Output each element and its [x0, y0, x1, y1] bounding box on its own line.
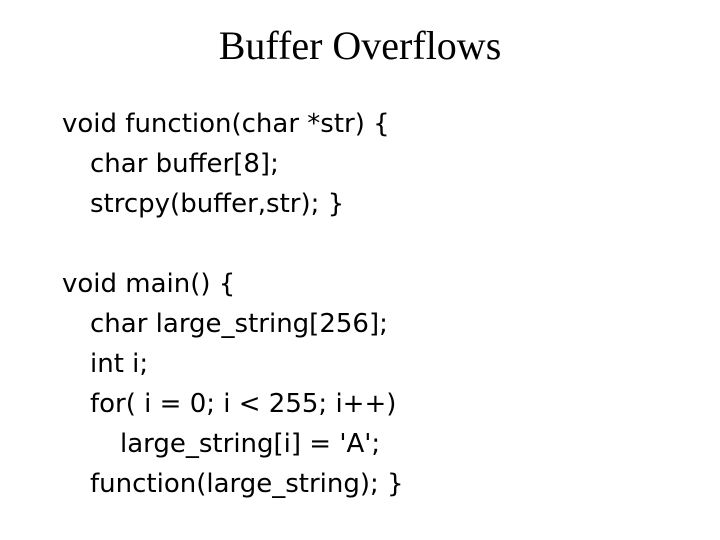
- code-line-large-string-declaration: char large_string[256];: [90, 309, 388, 339]
- code-line-loop-body: large_string[i] = 'A';: [120, 429, 381, 459]
- code-line-function-signature: void function(char *str) {: [62, 109, 390, 139]
- code-line-main-signature: void main() {: [62, 269, 236, 299]
- slide-title: Buffer Overflows: [218, 23, 502, 68]
- code-line-for-loop: for( i = 0; i < 255; i++): [90, 389, 397, 419]
- code-line-strcpy-call: strcpy(buffer,str); }: [90, 189, 345, 219]
- code-line-function-call: function(large_string); }: [90, 469, 404, 499]
- code-blank-line: [62, 224, 404, 264]
- code-line-int-declaration: int i;: [90, 349, 149, 379]
- code-listing: void function(char *str) { char buffer[8…: [62, 104, 404, 504]
- code-line-buffer-declaration: char buffer[8];: [90, 149, 279, 179]
